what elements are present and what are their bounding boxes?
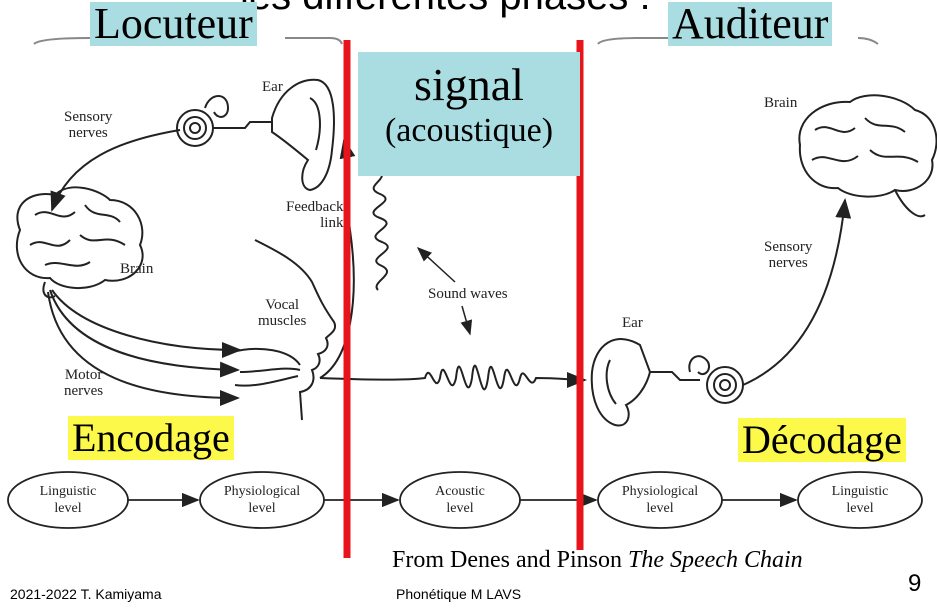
encoding-label: Encodage <box>68 416 234 460</box>
right-ear-icon <box>590 338 744 427</box>
footer-center: Phonétique M LAVS <box>396 586 522 602</box>
motor-nerve-2 <box>49 289 240 378</box>
citation: From Denes and Pinson The Speech Chain <box>392 547 803 573</box>
right-brain-icon <box>798 94 937 218</box>
sound-waves-label: Sound waves <box>428 286 508 302</box>
slide-title: les différentes phases : <box>240 0 651 16</box>
decoding-label: Décodage <box>738 418 906 462</box>
signal-label: signal (acoustique) <box>358 52 580 176</box>
left-ear-icon <box>176 78 335 192</box>
speaker-bracket-right <box>285 37 343 45</box>
sensory-nerve-path <box>50 129 181 212</box>
ear-left-label: Ear <box>262 79 283 95</box>
left-brain-icon <box>15 186 144 299</box>
listener-bracket-right <box>857 37 879 45</box>
motor-nerve-1 <box>51 289 242 358</box>
listener-bracket <box>597 37 668 45</box>
right-sensory-nerve <box>742 198 852 386</box>
ear-right-label: Ear <box>622 315 643 331</box>
face-profile-icon <box>254 239 336 421</box>
mouth-icon <box>231 347 301 387</box>
listener-label: Auditeur <box>668 2 833 46</box>
page-number: 9 <box>908 570 922 597</box>
speaker-label: Locuteur <box>90 2 257 46</box>
sound-label-arrow-2 <box>460 305 473 336</box>
feedback-wave <box>372 169 389 291</box>
footer-left: 2021-2022 T. Kamiyama <box>10 586 162 602</box>
sound-label-arrow-1 <box>416 246 456 283</box>
level-oval-5 <box>797 471 923 529</box>
brain-right-label: Brain <box>764 95 798 111</box>
motor-nerve-3 <box>47 291 240 406</box>
speaker-bracket <box>33 37 91 45</box>
brain-left-label: Brain <box>120 261 154 277</box>
sound-wave <box>319 364 587 391</box>
